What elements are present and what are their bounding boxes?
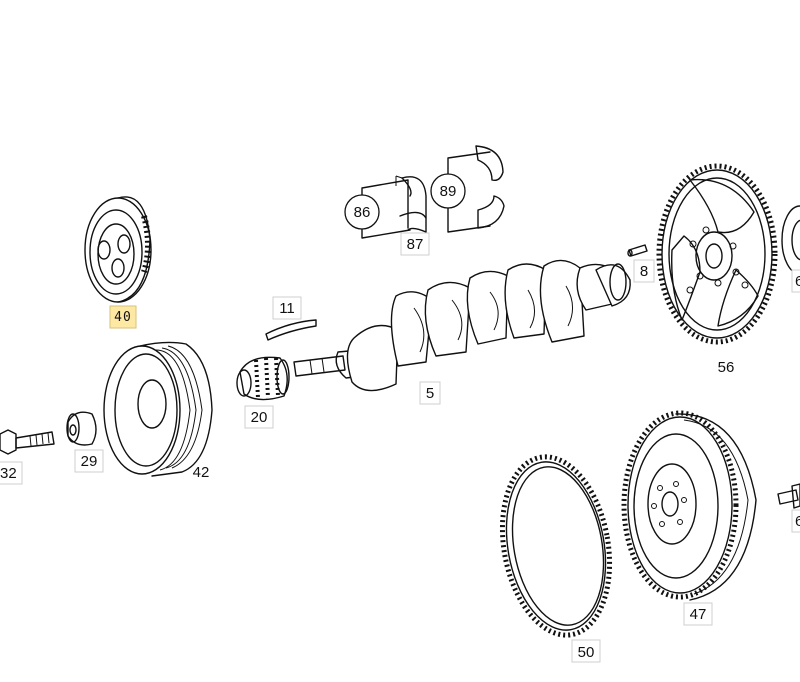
label-29: 29 (81, 453, 98, 470)
label-40: 40 (114, 310, 132, 325)
woodruff-key-11 (265, 319, 317, 341)
label-50: 50 (578, 644, 595, 661)
label-5: 5 (426, 385, 434, 402)
callout-8[interactable]: 8 (633, 259, 655, 283)
callout-5[interactable]: 5 (419, 381, 441, 405)
label-32: 32 (0, 465, 17, 482)
belt-pulley-42 (103, 341, 213, 477)
label-6-top: 6 (795, 273, 800, 290)
callout-56[interactable]: 56 (718, 359, 735, 376)
damper-pulley-40 (84, 196, 152, 303)
label-8: 8 (640, 263, 648, 280)
dowel-pin-8 (627, 244, 648, 257)
ring-gear-50 (499, 454, 613, 638)
label-11: 11 (279, 300, 295, 317)
callout-32[interactable]: 32 (0, 461, 23, 485)
callout-11[interactable]: 11 (272, 296, 302, 320)
callout-42[interactable]: 42 (193, 464, 210, 481)
callout-87[interactable]: 87 (400, 232, 430, 256)
flexplate-56 (656, 163, 778, 345)
flywheel-bolt-6 (777, 483, 800, 509)
callout-29[interactable]: 29 (74, 449, 104, 473)
label-42: 42 (193, 464, 210, 481)
bolt-32 (0, 429, 55, 455)
callout-40[interactable]: 40 (109, 305, 137, 329)
callout-20[interactable]: 20 (244, 405, 274, 429)
label-86: 86 (354, 204, 371, 221)
label-6-bottom: 6 (795, 513, 800, 530)
callout-6-top[interactable]: 6 (791, 269, 800, 293)
partial-part-6-top (781, 205, 800, 275)
label-87: 87 (407, 236, 424, 253)
callout-50[interactable]: 50 (571, 639, 601, 663)
label-56: 56 (718, 359, 735, 376)
callout-89[interactable]: 89 (430, 173, 466, 209)
callout-86[interactable]: 86 (344, 194, 380, 230)
flywheel-47 (621, 410, 757, 601)
callout-47[interactable]: 47 (683, 602, 713, 626)
callout-6-bottom[interactable]: 6 (791, 509, 800, 533)
label-89: 89 (440, 183, 457, 200)
label-20: 20 (251, 409, 268, 426)
washer-29 (66, 411, 97, 446)
sprocket-20 (236, 356, 290, 401)
crankshaft-5 (293, 259, 631, 392)
label-47: 47 (690, 606, 707, 623)
